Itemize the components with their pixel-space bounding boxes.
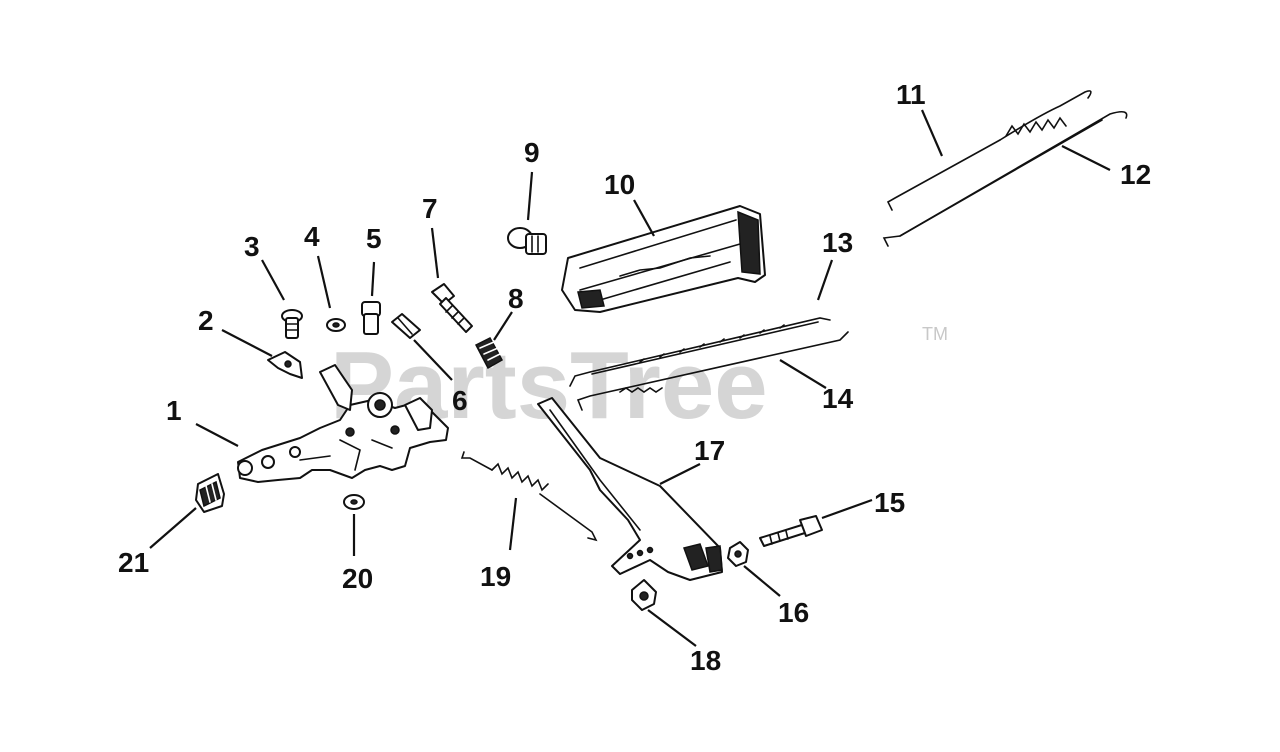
part-17-lever[interactable]: [537, 397, 723, 581]
part-2-clip[interactable]: [267, 351, 303, 379]
part-16-nut[interactable]: [727, 541, 749, 567]
callout-3: 3: [244, 231, 260, 262]
callout-13: 13: [822, 227, 853, 258]
part-12-rod[interactable]: [882, 110, 1128, 247]
callout-19: 19: [480, 561, 511, 592]
callout-2: 2: [198, 305, 214, 336]
callout-14: 14: [822, 383, 854, 414]
callout-10: 10: [604, 169, 635, 200]
part-14-link[interactable]: [576, 331, 849, 411]
callout-7: 7: [422, 193, 438, 224]
part-4-washer[interactable]: [326, 318, 346, 332]
part-3-screw[interactable]: [281, 309, 303, 339]
callout-4: 4: [304, 221, 320, 252]
callout-16: 16: [778, 597, 809, 628]
callout-6: 6: [452, 385, 468, 416]
callout-11: 11: [896, 79, 926, 110]
part-15-bolt[interactable]: [759, 515, 823, 547]
part-20-washer[interactable]: [343, 494, 365, 510]
part-6-screw[interactable]: [391, 313, 421, 339]
callout-17: 17: [694, 435, 725, 466]
part-13-link[interactable]: [569, 317, 831, 387]
part-18-nut[interactable]: [631, 579, 657, 611]
leader-lines: [149, 109, 1111, 647]
part-21-clip[interactable]: [195, 473, 225, 513]
part-7-bolt[interactable]: [431, 283, 473, 333]
part-8-nut[interactable]: [474, 337, 504, 370]
callout-15: 15: [874, 487, 905, 518]
part-9-bolt[interactable]: [507, 227, 547, 255]
callout-1: 1: [166, 395, 182, 426]
callout-8: 8: [508, 283, 524, 314]
callout-5: 5: [366, 223, 382, 254]
callout-12: 12: [1120, 159, 1151, 190]
watermark-trademark: TM: [922, 324, 948, 344]
callout-20: 20: [342, 563, 373, 594]
callout-labels: 1 2 3 4 5 6 7 8 9 10 11 12 13 14 15 16 1…: [118, 79, 1151, 676]
callout-21: 21: [118, 547, 149, 578]
part-10-bracket[interactable]: [561, 205, 766, 313]
part-11-rod[interactable]: [886, 90, 1092, 211]
part-1-bracket[interactable]: [237, 364, 449, 483]
callout-18: 18: [690, 645, 721, 676]
part-19-spring[interactable]: [460, 451, 598, 542]
part-5-bushing[interactable]: [361, 301, 381, 335]
callout-9: 9: [524, 137, 540, 168]
